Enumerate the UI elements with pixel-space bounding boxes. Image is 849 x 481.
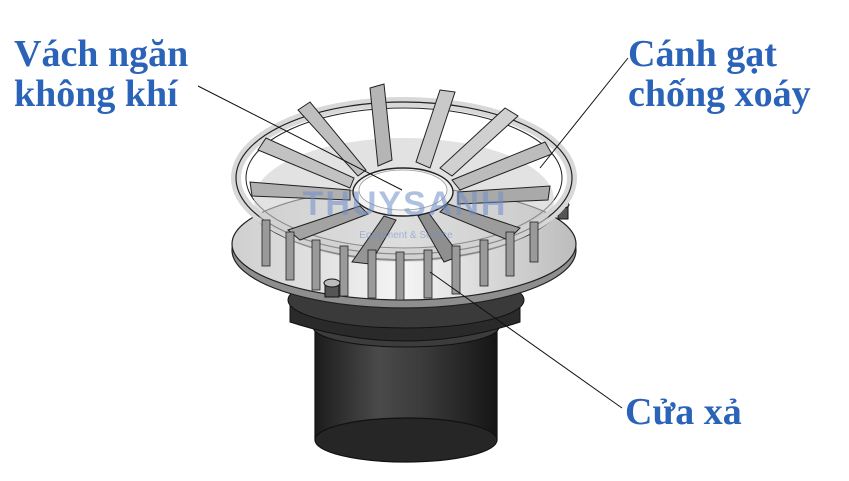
label-air-baffle-line2: không khí — [14, 73, 178, 115]
leader-lines — [197, 57, 629, 409]
label-outlet-line1: Cửa xả — [625, 391, 742, 433]
label-anti-vortex-vanes: Cánh gạt chống xoáy — [628, 34, 811, 114]
air-baffle-disc — [352, 167, 454, 217]
vane — [417, 211, 461, 263]
vane — [297, 101, 367, 177]
vane — [439, 107, 519, 177]
leader-outlet — [429, 271, 623, 409]
flange-bolt — [323, 278, 341, 298]
watermark-tagline: Equipment & Service — [359, 230, 453, 241]
watermark: THUYSANH Equipment & Service — [303, 185, 508, 241]
leader-air-baffle — [197, 85, 403, 191]
vane — [457, 185, 551, 205]
label-outlet: Cửa xả — [625, 392, 742, 432]
anti-vortex-vanes — [249, 83, 553, 265]
label-anti-vortex-line2: chống xoáy — [628, 73, 811, 115]
label-anti-vortex-line1: Cánh gạt — [628, 33, 777, 75]
vane — [351, 215, 397, 265]
vane — [257, 137, 355, 189]
vane — [415, 89, 456, 169]
fin-skirt — [261, 219, 539, 301]
vane — [451, 141, 553, 191]
vane — [249, 181, 351, 201]
label-air-baffle: Vách ngăn không khí — [14, 34, 188, 114]
watermark-brand: THUYSANH — [303, 185, 508, 223]
leader-anti-vortex — [539, 57, 629, 169]
vane — [369, 83, 393, 167]
label-air-baffle-line1: Vách ngăn — [14, 33, 189, 75]
